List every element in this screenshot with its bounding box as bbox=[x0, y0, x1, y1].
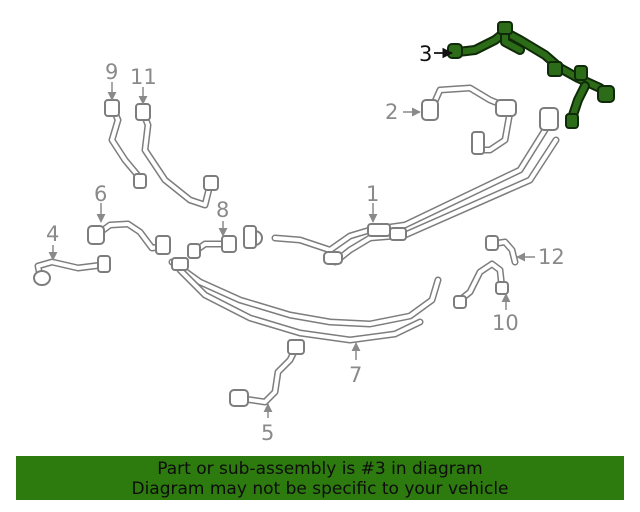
part-4-hose bbox=[33, 255, 111, 286]
part-10-hose bbox=[453, 260, 509, 309]
callout-9: 9 bbox=[105, 60, 118, 84]
callout-7: 7 bbox=[349, 363, 362, 387]
part-3-highlighted-hose bbox=[447, 21, 615, 129]
callout-3-highlighted: 3 bbox=[419, 42, 432, 66]
banner-line-1: Part or sub-assembly is #3 in diagram bbox=[157, 459, 483, 479]
part-7-pipe bbox=[168, 257, 442, 344]
callout-4: 4 bbox=[46, 222, 59, 246]
part-9-hose bbox=[104, 99, 147, 189]
banner-line-2: Diagram may not be specific to your vehi… bbox=[131, 479, 509, 499]
callout-2: 2 bbox=[385, 100, 398, 124]
callout-12: 12 bbox=[538, 245, 565, 269]
part-11-hose bbox=[135, 103, 219, 209]
callout-5: 5 bbox=[261, 421, 274, 445]
part-5-hose bbox=[229, 339, 305, 407]
part-6-hose bbox=[87, 220, 171, 255]
callout-1: 1 bbox=[366, 182, 379, 206]
part-2-hose bbox=[421, 84, 517, 155]
callout-10: 10 bbox=[492, 311, 519, 335]
callout-6: 6 bbox=[94, 182, 107, 206]
parts-diagram: 1 2 3 4 5 6 7 8 9 10 11 12 bbox=[33, 21, 615, 445]
part-1-pipe-assembly bbox=[243, 107, 560, 266]
callout-8: 8 bbox=[216, 198, 229, 222]
part-12-hose bbox=[485, 235, 519, 266]
callout-11: 11 bbox=[130, 65, 157, 89]
info-banner: Part or sub-assembly is #3 in diagram Di… bbox=[16, 456, 624, 500]
part-8-hose bbox=[187, 235, 237, 259]
